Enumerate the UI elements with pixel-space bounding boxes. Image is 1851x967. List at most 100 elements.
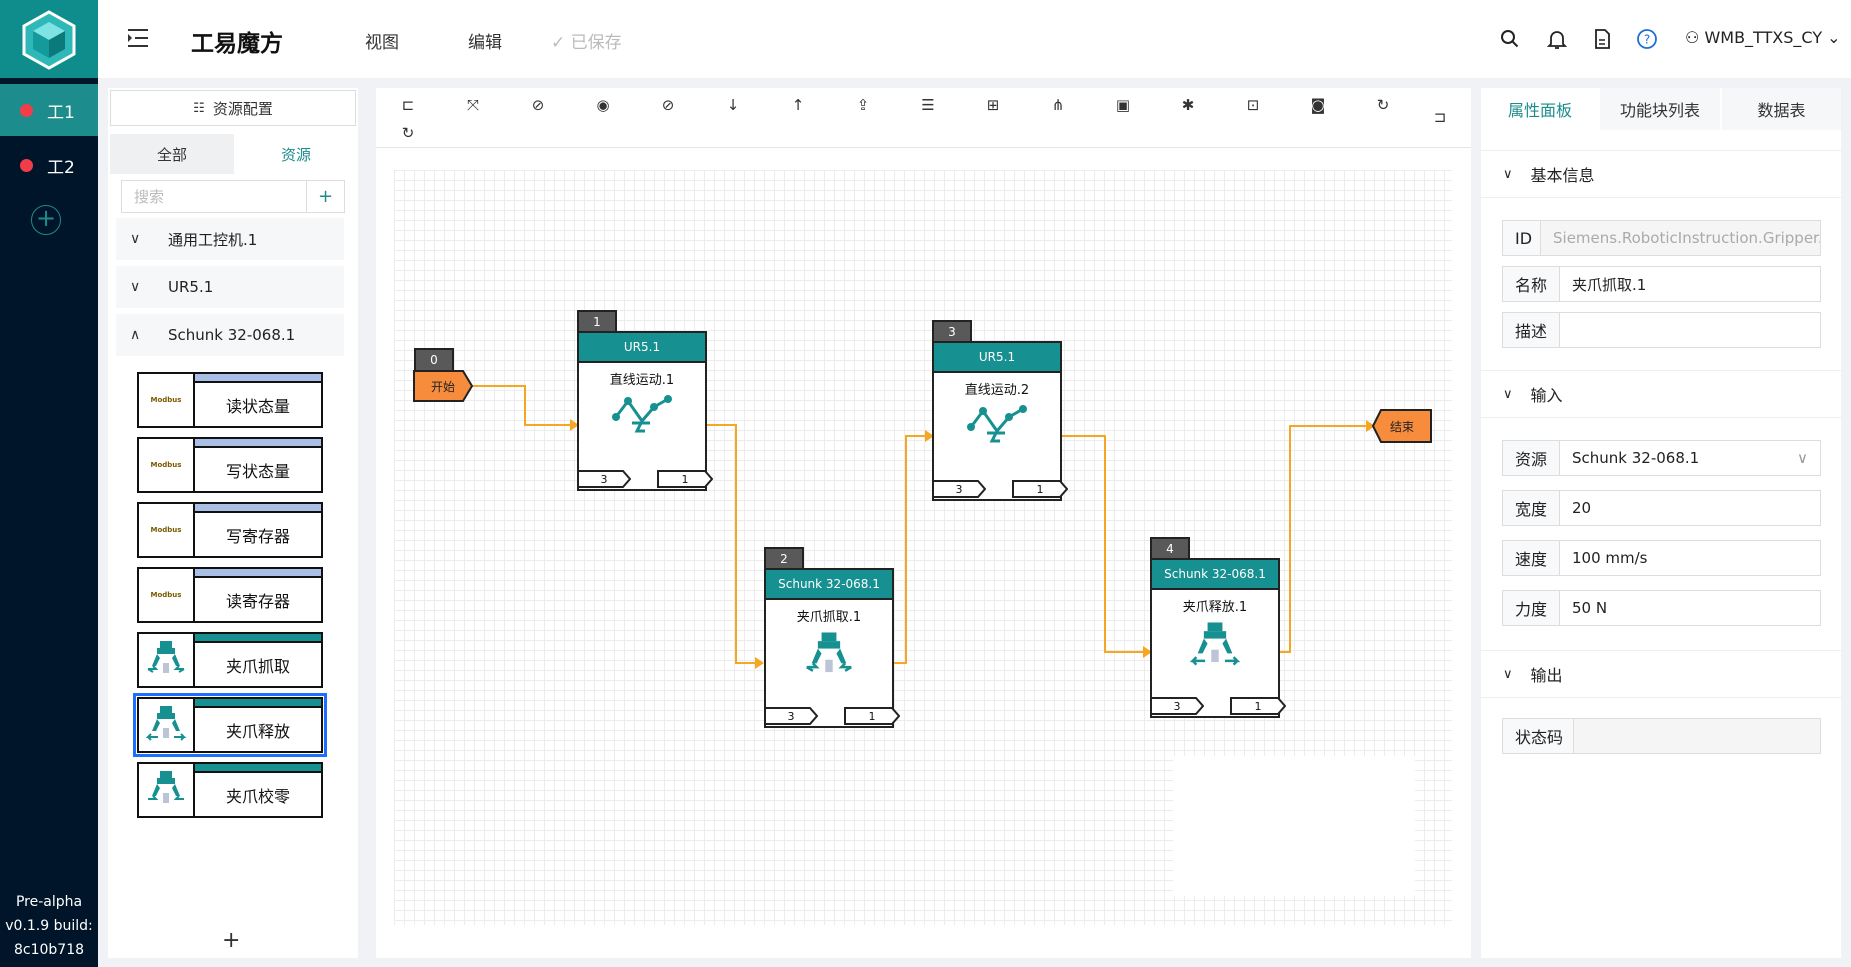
block-label: 夹爪释放 bbox=[225, 721, 290, 741]
image-export-icon[interactable]: ⊡ bbox=[1246, 96, 1260, 114]
node-1-in-port[interactable]: 3 bbox=[577, 470, 631, 488]
field-label: 力度 bbox=[1502, 590, 1561, 626]
node-4-out-port[interactable]: 1 bbox=[1230, 697, 1286, 715]
block-read-register[interactable]: Modbus 读寄存器 bbox=[137, 567, 323, 623]
node-3-out-port[interactable]: 1 bbox=[1012, 480, 1068, 498]
eye-off-icon[interactable]: ⊘ bbox=[661, 96, 675, 114]
fit-screen-icon[interactable]: ⤧ bbox=[466, 96, 479, 114]
block-gripper-release[interactable]: 夹爪释放 bbox=[133, 693, 327, 757]
resource-value: Schunk 32-068.1 bbox=[1572, 449, 1700, 467]
node-linear-move-1[interactable]: UR5.1 直线运动.1 bbox=[577, 331, 707, 491]
field-label: 状态码 bbox=[1502, 718, 1577, 754]
menu-edit[interactable]: 编辑 bbox=[468, 33, 502, 53]
refresh-icon[interactable]: ↻ bbox=[401, 124, 415, 142]
section-output[interactable]: ∨输出 bbox=[1481, 650, 1841, 698]
tab-label: 数据表 bbox=[1757, 101, 1806, 120]
arrow-down-icon[interactable]: ↓ bbox=[726, 96, 740, 114]
block-read-status[interactable]: Modbus 读状态量 bbox=[137, 372, 323, 428]
chevron-down-icon: ∨ bbox=[130, 279, 141, 295]
speed-input[interactable]: 100 mm/s bbox=[1559, 540, 1821, 576]
start-node[interactable]: 开始 bbox=[413, 370, 473, 402]
help-icon[interactable]: ? bbox=[1636, 28, 1658, 50]
tab-data-table[interactable]: 数据表 bbox=[1722, 88, 1841, 130]
wire-node4-end bbox=[1280, 425, 1373, 653]
field-name: 名称 夹爪抓取.1 bbox=[1502, 266, 1821, 302]
tab-label: 属性面板 bbox=[1507, 101, 1572, 120]
save-icon[interactable]: ▣ bbox=[1115, 96, 1131, 114]
node-linear-move-2[interactable]: UR5.1 直线运动.2 bbox=[932, 341, 1062, 501]
node-2-out-port[interactable]: 1 bbox=[844, 707, 900, 725]
width-input[interactable]: 20 bbox=[1559, 490, 1821, 526]
hide-icon[interactable]: ⊘ bbox=[531, 96, 545, 114]
project-tab-2[interactable]: 工2 bbox=[0, 139, 98, 191]
export-icon[interactable]: ⇪ bbox=[856, 96, 870, 114]
node-3-in-port[interactable]: 3 bbox=[932, 480, 986, 498]
section-basic-info[interactable]: ∨基本信息 bbox=[1481, 150, 1841, 198]
status-dot bbox=[20, 103, 33, 117]
block-gripper-zero[interactable]: 夹爪校零 bbox=[137, 762, 323, 818]
linear-move-icon bbox=[579, 393, 705, 433]
bug-icon[interactable]: ✱ bbox=[1181, 96, 1195, 114]
grid-layout-icon[interactable]: ⊞ bbox=[986, 96, 1000, 114]
network-icon[interactable]: ⋔ bbox=[1051, 96, 1065, 114]
project-label: 工1 bbox=[47, 102, 75, 123]
modbus-logo-text: Modbus bbox=[150, 396, 182, 404]
node-4-in-port[interactable]: 3 bbox=[1150, 697, 1204, 715]
resource-config-button[interactable]: ☷资源配置 bbox=[110, 90, 356, 126]
plus-icon: + bbox=[317, 186, 334, 207]
section-input[interactable]: ∨输入 bbox=[1481, 370, 1841, 418]
tab-function-blocks[interactable]: 功能块列表 bbox=[1600, 88, 1720, 130]
name-input[interactable]: 夹爪抓取.1 bbox=[1559, 266, 1821, 302]
user-menu[interactable]: ⚇ WMB_TTXS_CY ⌄ bbox=[1685, 28, 1841, 47]
add-block-button[interactable]: + bbox=[222, 928, 240, 953]
group-schunk[interactable]: ∧Schunk 32-068.1 bbox=[116, 314, 344, 356]
node-1-out-port[interactable]: 1 bbox=[657, 470, 713, 488]
menu-fold-icon[interactable] bbox=[127, 28, 149, 48]
block-write-register[interactable]: Modbus 写寄存器 bbox=[137, 502, 323, 558]
format-icon[interactable]: ☰ bbox=[921, 96, 935, 114]
group-ipc[interactable]: ∨通用工控机.1 bbox=[116, 218, 344, 260]
project-tab-1[interactable]: 工1 bbox=[0, 84, 98, 136]
resource-config-label: 资源配置 bbox=[212, 99, 273, 118]
tab-properties[interactable]: 属性面板 bbox=[1481, 88, 1599, 130]
force-input[interactable]: 50 N bbox=[1559, 590, 1821, 626]
search-icon[interactable] bbox=[1499, 28, 1521, 50]
tab-resources[interactable]: 资源 bbox=[234, 134, 358, 174]
section-title: 基本信息 bbox=[1530, 166, 1595, 185]
port-label: 1 bbox=[1036, 482, 1044, 496]
search-input[interactable]: 搜索 bbox=[121, 180, 307, 213]
status-code-value bbox=[1573, 718, 1821, 754]
project-label: 工2 bbox=[47, 157, 75, 178]
collapse-left-icon[interactable]: ⊏ bbox=[401, 96, 415, 114]
plus-icon: + bbox=[222, 928, 241, 953]
group-ur5[interactable]: ∨ UR5.1 bbox=[116, 266, 344, 308]
node-device: UR5.1 bbox=[579, 333, 705, 363]
arrow-up-icon[interactable]: ↑ bbox=[791, 96, 805, 114]
add-project-button[interactable]: + bbox=[31, 205, 61, 235]
redo-icon[interactable]: ↻ bbox=[1376, 96, 1390, 114]
node-2-in-port[interactable]: 3 bbox=[764, 707, 818, 725]
block-write-status[interactable]: Modbus 写状态量 bbox=[137, 437, 323, 493]
port-label: 3 bbox=[1173, 699, 1181, 713]
node-gripper-grasp-1[interactable]: Schunk 32-068.1 夹爪抓取.1 bbox=[764, 568, 894, 728]
document-icon[interactable] bbox=[1591, 28, 1613, 50]
arrow-head bbox=[1143, 646, 1152, 658]
start-id-label: 0 bbox=[430, 353, 438, 367]
start-id: 0 bbox=[414, 348, 454, 372]
camera-icon[interactable]: ◙ bbox=[1310, 96, 1326, 114]
end-node[interactable]: 结束 bbox=[1372, 409, 1432, 443]
resource-select[interactable]: Schunk 32-068.1∨ bbox=[1559, 440, 1821, 476]
chevron-down-icon: ∨ bbox=[1503, 666, 1513, 682]
add-resource-button[interactable]: + bbox=[307, 180, 345, 213]
block-gripper-grasp[interactable]: 夹爪抓取 bbox=[137, 632, 323, 688]
collapse-right-icon[interactable]: ⊐ bbox=[1433, 108, 1447, 126]
bell-icon[interactable] bbox=[1546, 28, 1568, 50]
eye-icon[interactable]: ◉ bbox=[596, 96, 610, 114]
menu-view[interactable]: 视图 bbox=[365, 33, 399, 53]
node-gripper-release-1[interactable]: Schunk 32-068.1 夹爪释放.1 bbox=[1150, 558, 1280, 718]
chevron-down-icon: ∨ bbox=[130, 231, 141, 247]
group-label: UR5.1 bbox=[168, 278, 214, 296]
block-bar bbox=[195, 504, 321, 513]
tab-all[interactable]: 全部 bbox=[110, 134, 234, 174]
description-input[interactable] bbox=[1559, 312, 1821, 348]
